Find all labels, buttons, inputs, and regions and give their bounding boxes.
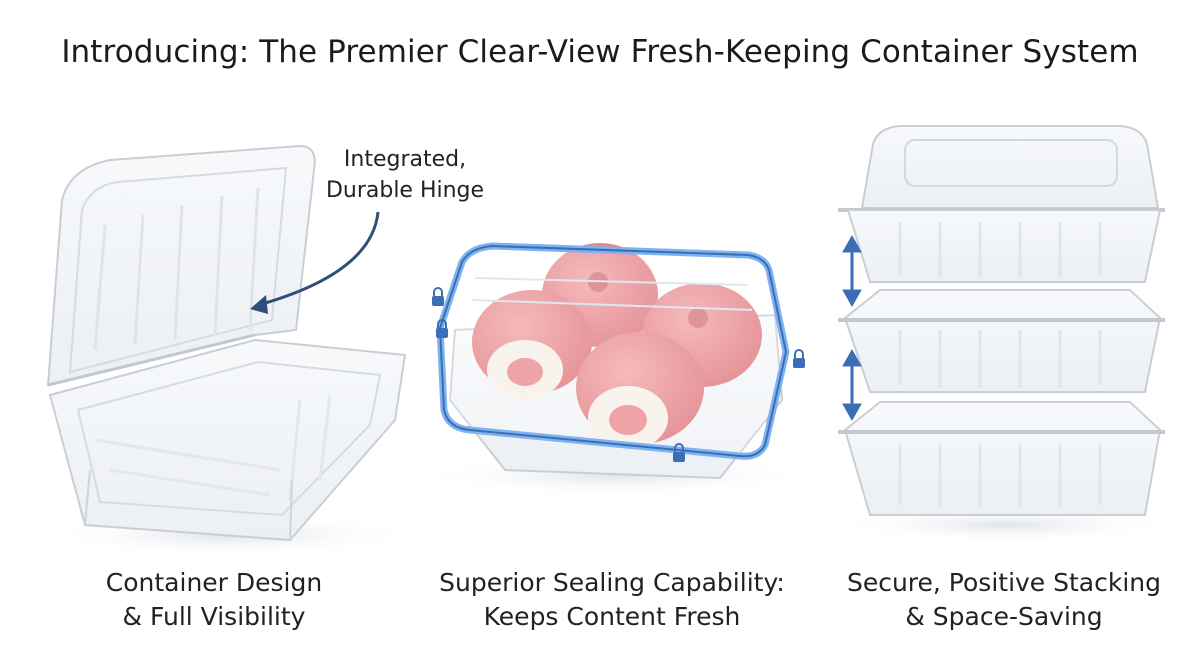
lock-icon — [436, 319, 448, 338]
cake-roll-front-left — [472, 290, 592, 400]
stacked-container-bottom — [838, 401, 1165, 516]
hinge-callout-label: Integrated, Durable Hinge — [300, 144, 510, 206]
caption-line2: & Space-Saving — [905, 602, 1103, 631]
cake-roll-front-right — [576, 332, 704, 450]
stacked-container-middle — [838, 289, 1165, 393]
caption-line2: Keeps Content Fresh — [483, 602, 741, 631]
caption-container-design: Container Design & Full Visibility — [24, 566, 404, 634]
double-arrow-icon — [842, 234, 862, 308]
open-container-illustration — [40, 144, 420, 557]
hinge-callout-line2: Durable Hinge — [325, 178, 485, 203]
double-arrow-icon — [842, 348, 862, 422]
hinge-callout-line1: Integrated, — [343, 147, 467, 172]
caption-line1: Superior Sealing Capability: — [439, 568, 785, 597]
caption-line1: Secure, Positive Stacking — [846, 568, 1162, 597]
hinge-arrow-icon — [250, 211, 380, 314]
stacked-containers-illustration — [835, 125, 1175, 543]
page-title: Introducing: The Premier Clear-View Fres… — [61, 34, 1139, 70]
caption-sealing: Superior Sealing Capability: Keeps Conte… — [422, 566, 802, 634]
sealed-container-illustration — [415, 242, 815, 497]
lock-icon — [432, 287, 444, 306]
lock-icon — [793, 349, 805, 368]
caption-line1: Container Design — [105, 568, 323, 597]
lock-icon — [673, 443, 685, 462]
caption-line2: & Full Visibility — [122, 602, 306, 631]
caption-stacking: Secure, Positive Stacking & Space-Saving — [814, 566, 1194, 634]
stacked-container-top — [838, 125, 1165, 283]
